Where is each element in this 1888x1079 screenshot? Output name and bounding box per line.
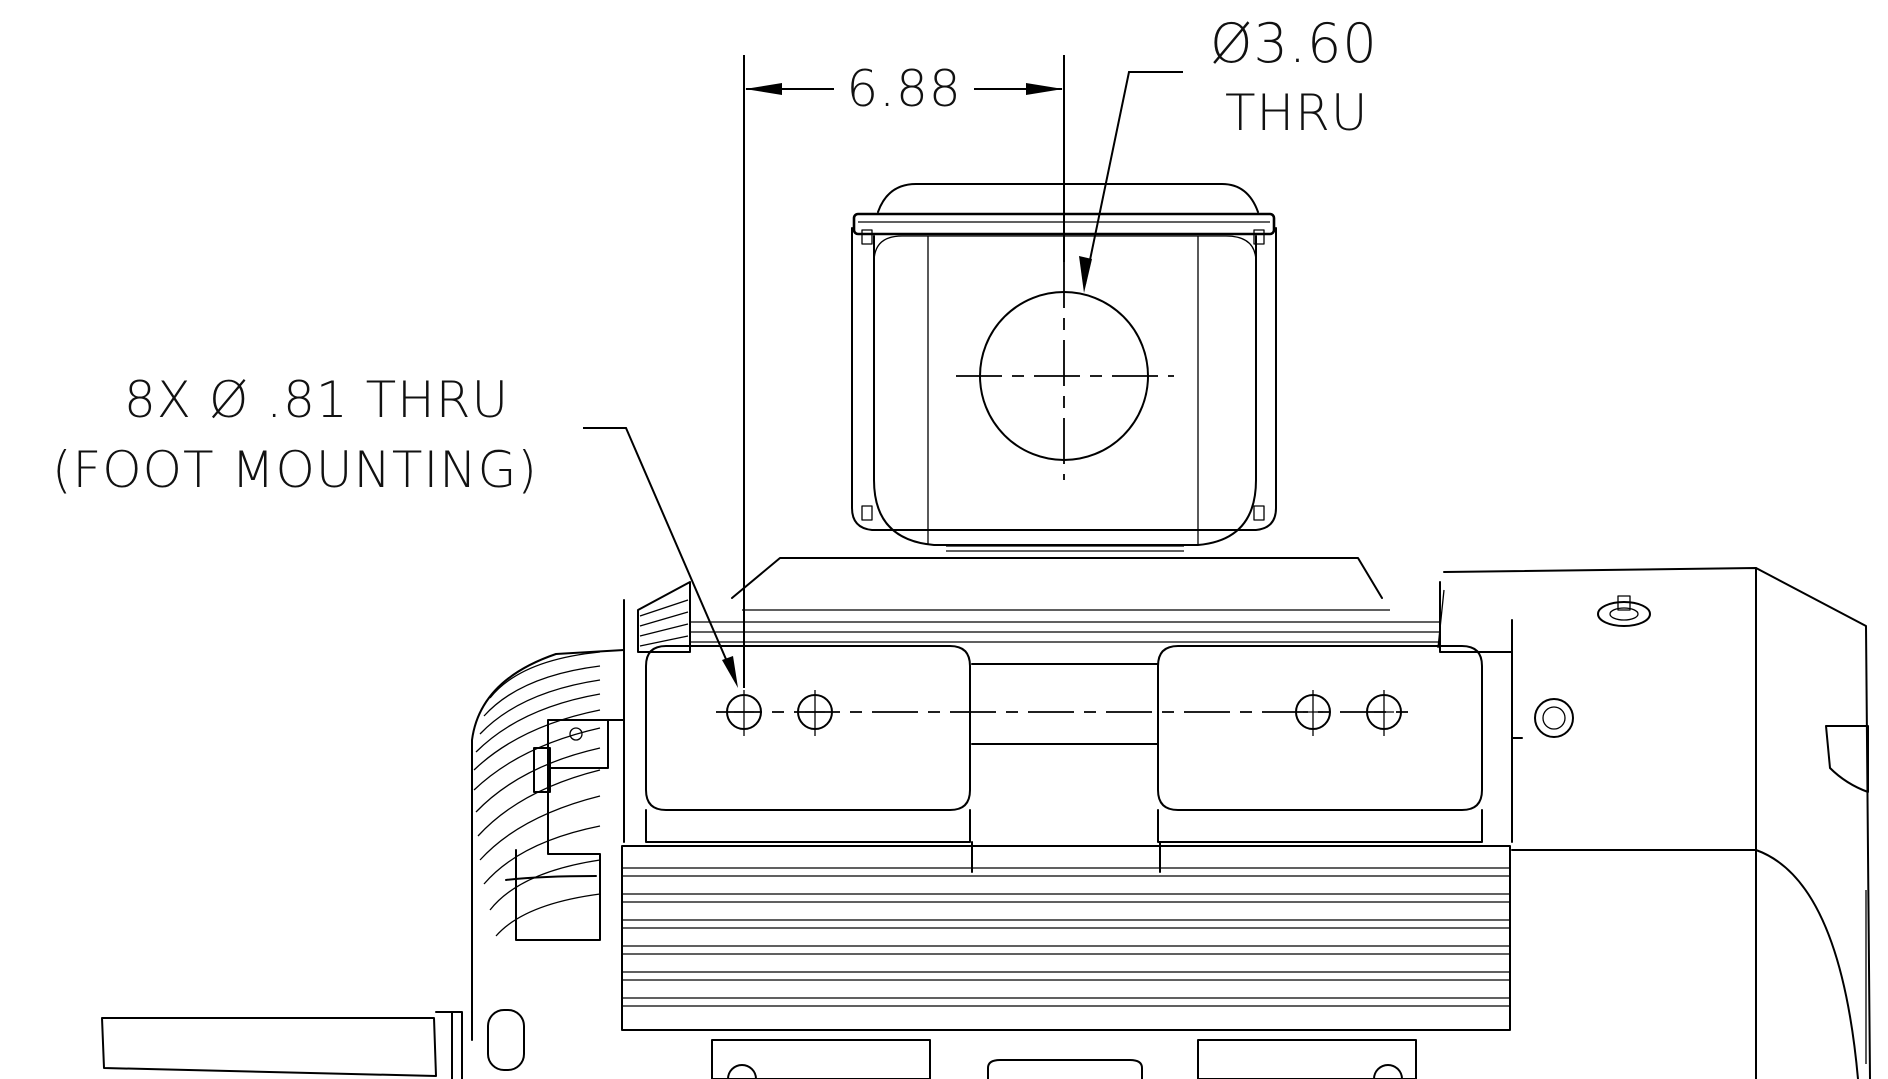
conduit-hole xyxy=(956,262,1174,480)
dimension-6-88: 6.88 xyxy=(743,55,1065,688)
hex-bolt xyxy=(1534,698,1574,738)
conduit-box-right xyxy=(1443,567,1871,1079)
foot-hole-1 xyxy=(726,690,762,736)
arrowhead-left xyxy=(745,83,782,95)
foot-hole-4 xyxy=(1366,690,1402,736)
motor-shaft xyxy=(101,1011,463,1079)
foot-hole-2 xyxy=(797,690,833,736)
fan-cover xyxy=(471,649,625,1071)
leader-arrow-foot xyxy=(722,656,738,688)
foot-callout-line2: (FOOT MOUNTING) xyxy=(52,441,538,499)
grounding-bolt xyxy=(1597,595,1651,627)
foot-callout-line1: 8X Ø .81 THRU xyxy=(124,371,509,429)
svg-text:Ø3.60: Ø3.60 xyxy=(1210,12,1378,75)
foot-mounting-callout: 8X Ø .81 THRU (FOOT MOUNTING) xyxy=(52,371,738,688)
mounting-feet xyxy=(645,645,1483,873)
hole-callout-3-60: Ø3.60 THRU xyxy=(1079,12,1378,293)
leader-arrow-3-60 xyxy=(1079,256,1092,293)
leader-line-3-60 xyxy=(1084,71,1183,285)
cooling-fins xyxy=(621,845,1511,1079)
arrowhead-right xyxy=(1026,83,1063,95)
terminal-box xyxy=(851,183,1277,552)
diameter-symbol: Ø xyxy=(1210,12,1254,75)
foot-pad-left xyxy=(645,645,971,811)
motor-frame xyxy=(605,557,1523,843)
foot-hole-3 xyxy=(1295,690,1331,736)
leader-line-foot xyxy=(583,427,736,681)
dimension-value-6-88: 6.88 xyxy=(846,60,961,118)
foot-pad-right xyxy=(1157,645,1483,811)
hole-size: 3.60 xyxy=(1254,12,1378,75)
hole-type: THRU xyxy=(1225,84,1368,142)
